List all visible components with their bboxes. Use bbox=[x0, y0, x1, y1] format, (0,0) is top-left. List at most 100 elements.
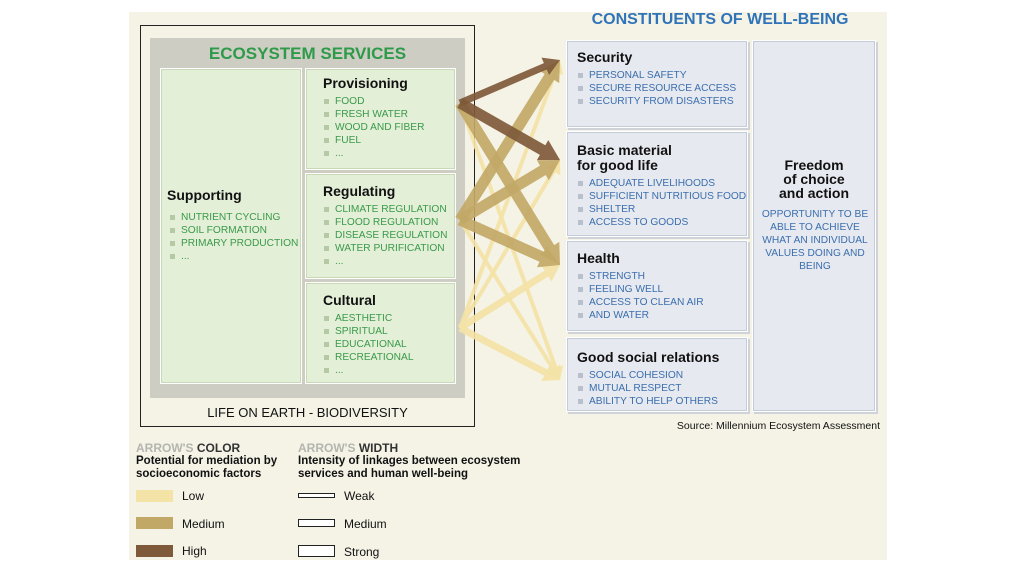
health-list: STRENGTH FEELING WELL ACCESS TO CLEAN AI… bbox=[577, 270, 747, 322]
legend-swatch-medium bbox=[136, 517, 173, 529]
list-item: SHELTER bbox=[577, 203, 747, 216]
basic-material-list: ADEQUATE LIVELIHOODS SUFFICIENT NUTRITIO… bbox=[577, 177, 747, 229]
list-item: ... bbox=[323, 147, 455, 160]
supporting-list: NUTRIENT CYCLING SOIL FORMATION PRIMARY … bbox=[169, 211, 298, 263]
security-title: Security bbox=[577, 49, 633, 65]
basic-material-title: Basic material for good life bbox=[577, 143, 747, 173]
cultural-list: AESTHETIC SPIRITUAL EDUCATIONAL RECREATI… bbox=[323, 312, 455, 377]
list-item: FEELING WELL bbox=[577, 283, 747, 296]
legend-color-subtitle-line1: Potential for mediation by bbox=[136, 455, 278, 467]
legend-width-medium bbox=[298, 519, 335, 527]
social-relations-title: Good social relations bbox=[577, 349, 720, 365]
legend-label-strong: Strong bbox=[344, 545, 380, 559]
provisioning-list: FOOD FRESH WATER WOOD AND FIBER FUEL ... bbox=[323, 95, 455, 160]
list-item: ADEQUATE LIVELIHOODS bbox=[577, 177, 747, 190]
arrow-provisioning-to-basic bbox=[457, 98, 560, 161]
ecosystem-services-title: ECOSYSTEM SERVICES bbox=[208, 44, 407, 63]
legend-color-subtitle-line2: socioeconomic factors bbox=[136, 468, 262, 480]
cultural-box: Cultural AESTHETIC SPIRITUAL EDUCATIONAL… bbox=[305, 282, 456, 384]
legend-label-low: Low bbox=[182, 489, 205, 503]
basic-material-title-line2: for good life bbox=[577, 157, 658, 173]
legend-color-heading-prefix: ARROW'S bbox=[136, 441, 194, 455]
list-item: SOCIAL COHESION bbox=[577, 369, 747, 382]
cultural-title: Cultural bbox=[323, 292, 376, 308]
list-item: SUFFICIENT NUTRITIOUS FOOD bbox=[577, 190, 747, 203]
list-item: ... bbox=[169, 250, 298, 263]
legend-width-subtitle-line1: Intensity of linkages between ecosystem bbox=[298, 455, 521, 467]
regulating-title: Regulating bbox=[323, 183, 396, 199]
list-item: STRENGTH bbox=[577, 270, 747, 283]
legend-color-heading-word: COLOR bbox=[196, 441, 241, 455]
social-relations-box: Good social relations SOCIAL COHESION MU… bbox=[566, 337, 748, 412]
provisioning-box: Provisioning FOOD FRESH WATER WOOD AND F… bbox=[305, 68, 456, 170]
arrow-regulating-to-security bbox=[455, 60, 560, 223]
supporting-box: Supporting NUTRIENT CYCLING SOIL FORMATI… bbox=[160, 68, 302, 384]
list-item: SECURITY FROM DISASTERS bbox=[577, 95, 747, 108]
security-box: Security PERSONAL SAFETY SECURE RESOURCE… bbox=[566, 40, 748, 128]
list-item: FOOD bbox=[323, 95, 455, 108]
list-item: ... bbox=[323, 364, 455, 377]
legend-width-heading: ARROW'S WIDTH bbox=[298, 441, 398, 455]
list-item: RECREATIONAL bbox=[323, 351, 455, 364]
legend-swatch-low bbox=[136, 490, 173, 502]
list-item: AND WATER bbox=[577, 309, 747, 322]
legend-width-heading-prefix: ARROW'S bbox=[298, 441, 356, 455]
legend-label-weak: Weak bbox=[344, 489, 375, 503]
list-item: FRESH WATER bbox=[323, 108, 455, 121]
arrow-provisioning-to-health bbox=[455, 100, 560, 265]
list-item: DISEASE REGULATION bbox=[323, 229, 455, 242]
legend-width-strong bbox=[298, 545, 335, 557]
list-item: FLOOD REGULATION bbox=[323, 216, 455, 229]
freedom-title-line2: of choice bbox=[783, 171, 845, 187]
legend-width-weak bbox=[298, 493, 335, 498]
list-item: PERSONAL SAFETY bbox=[577, 69, 747, 82]
source-note: Source: Millennium Ecosystem Assessment bbox=[676, 420, 880, 432]
legend-width-subtitle-line2: services and human well-being bbox=[298, 468, 468, 480]
freedom-title: Freedom of choice and action bbox=[752, 158, 876, 200]
security-list: PERSONAL SAFETY SECURE RESOURCE ACCESS S… bbox=[577, 69, 747, 108]
list-item: PRIMARY PRODUCTION bbox=[169, 237, 298, 250]
provisioning-title: Provisioning bbox=[323, 75, 408, 91]
health-box: Health STRENGTH FEELING WELL ACCESS TO C… bbox=[566, 240, 748, 332]
health-title: Health bbox=[577, 250, 620, 266]
list-item: ... bbox=[323, 255, 455, 268]
list-item: ACCESS TO CLEAN AIR bbox=[577, 296, 747, 309]
regulating-box: Regulating CLIMATE REGULATION FLOOD REGU… bbox=[305, 173, 456, 279]
list-item: SPIRITUAL bbox=[323, 325, 455, 338]
arrow-provisioning-to-security bbox=[458, 57, 560, 107]
arrow-regulating-to-basic bbox=[457, 160, 560, 225]
basic-material-box: Basic material for good life ADEQUATE LI… bbox=[566, 131, 748, 237]
legend-label-medium: Medium bbox=[182, 517, 225, 531]
list-item: CLIMATE REGULATION bbox=[323, 203, 455, 216]
list-item: EDUCATIONAL bbox=[323, 338, 455, 351]
list-item: SECURE RESOURCE ACCESS bbox=[577, 82, 747, 95]
list-item: NUTRIENT CYCLING bbox=[169, 211, 298, 224]
social-relations-list: SOCIAL COHESION MUTUAL RESPECT ABILITY T… bbox=[577, 369, 747, 408]
well-being-title: CONSTITUENTS OF WELL-BEING bbox=[591, 11, 849, 28]
freedom-box bbox=[752, 40, 876, 412]
list-item: ACCESS TO GOODS bbox=[577, 216, 747, 229]
list-item: WATER PURIFICATION bbox=[323, 242, 455, 255]
list-item: FUEL bbox=[323, 134, 455, 147]
legend-width-heading-word: WIDTH bbox=[358, 441, 399, 455]
legend-color-heading: ARROW'S COLOR bbox=[136, 441, 240, 455]
life-on-earth-label: LIFE ON EARTH - BIODIVERSITY bbox=[207, 405, 408, 420]
freedom-title-line3: and action bbox=[778, 185, 849, 201]
legend-color-subtitle: Potential for mediation by socioeconomic… bbox=[136, 455, 277, 481]
freedom-title-line1: Freedom bbox=[784, 157, 844, 173]
list-item: WOOD AND FIBER bbox=[323, 121, 455, 134]
legend-swatch-high bbox=[136, 545, 173, 557]
arrow-regulating-to-health bbox=[457, 215, 560, 268]
list-item: AESTHETIC bbox=[323, 312, 455, 325]
basic-material-title-line1: Basic material bbox=[577, 142, 672, 158]
supporting-title: Supporting bbox=[167, 187, 242, 203]
regulating-list: CLIMATE REGULATION FLOOD REGULATION DISE… bbox=[323, 203, 455, 268]
legend-width-subtitle: Intensity of linkages between ecosystem … bbox=[298, 455, 520, 481]
list-item: MUTUAL RESPECT bbox=[577, 382, 747, 395]
list-item: ABILITY TO HELP OTHERS bbox=[577, 395, 747, 408]
freedom-description: OPPORTUNITY TO BE ABLE TO ACHIEVE WHAT A… bbox=[761, 209, 869, 272]
arrow-cultural-to-social bbox=[458, 324, 560, 381]
arrow-cultural-to-health bbox=[458, 265, 560, 331]
legend-label-width-medium: Medium bbox=[344, 517, 387, 531]
